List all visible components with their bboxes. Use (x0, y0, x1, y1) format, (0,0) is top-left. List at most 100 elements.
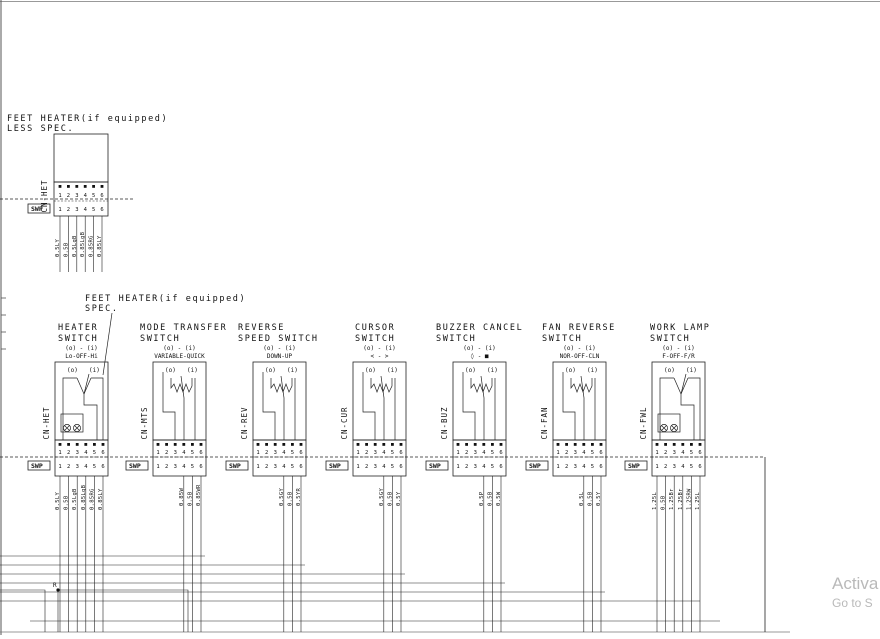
pin-number: 4 (282, 450, 286, 456)
pin-number: 1 (456, 450, 459, 456)
pin-number: 6 (599, 450, 602, 456)
wire-label: 0.85LgB (80, 231, 86, 257)
pin-number: 4 (84, 207, 88, 213)
switch-cursor-name-line-2: SWITCH (355, 334, 395, 344)
pin-dot (156, 443, 160, 446)
pin-number: 6 (299, 464, 302, 470)
swp-box (525, 460, 549, 471)
pin-dot (681, 443, 685, 446)
switch-heater-connector: CN-HET (42, 406, 51, 439)
wire-label: 0.85RG (89, 488, 95, 510)
pin-dot (93, 443, 96, 446)
pin-number: 1 (556, 450, 559, 456)
pin-dot (456, 443, 460, 446)
pin-number: 5 (92, 207, 95, 213)
pin-number: 2 (365, 464, 368, 470)
switch-mode-connector: CN-MTS (140, 406, 149, 439)
wire-label: 0.85RG (89, 235, 95, 257)
wire-label: 0.5B (487, 491, 493, 506)
switch-reverse-connector-box (252, 439, 307, 477)
pin-dot (273, 443, 277, 446)
node-label-r: R (53, 582, 57, 589)
harness-wire (0, 589, 46, 632)
top-module-connector-box (53, 181, 109, 217)
pin-number: 2 (465, 464, 468, 470)
pin-dot (299, 443, 303, 446)
switch-fan-positions: (o) - (i) (563, 345, 596, 352)
switch-buzzer-body (452, 361, 507, 441)
pin-dot (599, 443, 603, 446)
pin-number: 2 (265, 464, 268, 470)
pin-number: 5 (92, 193, 95, 199)
switch-position-i: (i) (287, 367, 298, 374)
swp-box (27, 203, 51, 214)
switch-reverse-connector: CN-REV (240, 406, 249, 439)
pin-number: 1 (58, 207, 61, 213)
pin-number: 5 (591, 464, 594, 470)
junction-dot (56, 588, 60, 592)
pin-number: 6 (399, 464, 402, 470)
swp-box (27, 460, 51, 471)
switch-heater-symbol (60, 373, 104, 440)
switch-worklamp-name-line-1: WORK LAMP (650, 323, 710, 333)
pin-number: 4 (182, 464, 186, 470)
pin-dot (67, 443, 70, 446)
switch-position-i: (i) (587, 367, 598, 374)
swp-label: SWP (129, 462, 141, 470)
lamp-icon (63, 424, 71, 432)
pin-dot (182, 443, 186, 446)
swp-label: SWP (329, 462, 341, 470)
wire-label: 0.5B (387, 491, 393, 506)
swp-label: SWP (31, 205, 43, 213)
pin-dot (591, 443, 594, 446)
pin-number: 3 (75, 207, 78, 213)
pin-number: 3 (374, 450, 377, 456)
wire-label: 0.85WR (196, 484, 202, 506)
switch-heater-connector-box (54, 439, 109, 477)
pin-number: 4 (582, 450, 586, 456)
wire-label: 0.85LY (97, 235, 103, 257)
switch-mode-name-line-1: MODE TRANSFER (140, 323, 227, 333)
switch-worklamp-symbol (657, 373, 701, 440)
pin-number: 5 (191, 464, 194, 470)
pin-number: 3 (574, 464, 577, 470)
pin-number: 1 (356, 464, 359, 470)
pin-dot (582, 443, 586, 446)
switch-worklamp-connector: CN-FWL (639, 406, 648, 439)
pin-number: 6 (499, 464, 502, 470)
pin-dot (83, 185, 87, 188)
top-module-body (53, 133, 109, 183)
pin-dot (664, 443, 667, 446)
switch-position-o: (o) (265, 367, 276, 374)
pin-number: 1 (556, 464, 559, 470)
pin-number: 3 (76, 464, 79, 470)
switch-position-o: (o) (465, 367, 476, 374)
switch-buzzer-mode: ◊ - ■ (470, 353, 488, 360)
callout-line-1: FEET HEATER(if equipped) (85, 294, 246, 304)
pin-dot (101, 443, 105, 446)
switch-fan-mode: NOR-OFF-CLN (560, 353, 600, 360)
wire-label: 0.5B (63, 242, 69, 257)
switch-worklamp-name-line-2: SWITCH (650, 334, 690, 344)
pin-number: 2 (265, 450, 268, 456)
pin-number: 3 (673, 464, 676, 470)
wire-label: 0.5B (187, 491, 193, 506)
pin-dot (482, 443, 486, 446)
pin-dot (84, 443, 88, 446)
pin-number: 5 (591, 450, 594, 456)
pin-number: 4 (84, 193, 88, 199)
pin-number: 5 (93, 450, 96, 456)
switch-cursor-connector: CN-CUR (340, 406, 349, 439)
pin-dot (672, 443, 676, 446)
pin-number: 5 (191, 450, 194, 456)
pin-dot (256, 443, 260, 446)
switch-reverse-body (252, 361, 307, 441)
pin-dot (655, 443, 659, 446)
pin-number: 4 (84, 450, 88, 456)
pin-number: 4 (282, 464, 286, 470)
top-connector-label: CN-HET (40, 179, 49, 212)
pin-dot (465, 443, 468, 446)
pin-number: 3 (474, 464, 477, 470)
